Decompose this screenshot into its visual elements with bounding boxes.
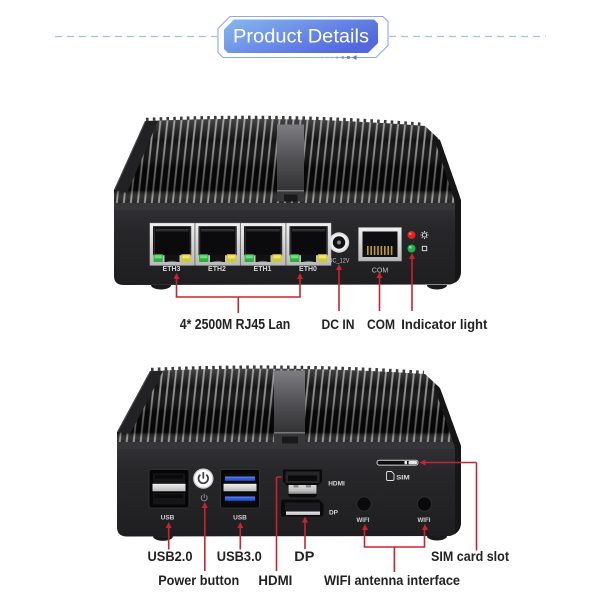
svg-text:4* 2500M RJ45 Lan: 4* 2500M RJ45 Lan bbox=[180, 316, 291, 333]
svg-text:DC IN: DC IN bbox=[322, 316, 355, 332]
svg-text:USB: USB bbox=[161, 515, 175, 522]
svg-text:Indicator light: Indicator light bbox=[401, 316, 487, 332]
svg-text:Power button: Power button bbox=[158, 572, 239, 588]
svg-text:ETH1: ETH1 bbox=[254, 266, 272, 273]
svg-text:USB3.0: USB3.0 bbox=[217, 548, 262, 564]
svg-text:WIFI: WIFI bbox=[356, 517, 369, 524]
svg-text:COM: COM bbox=[372, 268, 389, 275]
svg-text:USB2.0: USB2.0 bbox=[148, 548, 193, 564]
svg-text:Product Details: Product Details bbox=[233, 27, 369, 48]
svg-text:SIM: SIM bbox=[396, 475, 410, 482]
svg-text:HDMI: HDMI bbox=[328, 481, 345, 488]
svg-text:DP: DP bbox=[329, 510, 339, 517]
svg-text:DP: DP bbox=[294, 548, 314, 564]
svg-text:DC_12V: DC_12V bbox=[329, 259, 350, 265]
svg-text:ETH3: ETH3 bbox=[163, 266, 181, 273]
svg-text:COM: COM bbox=[367, 316, 395, 332]
svg-text:ETH0: ETH0 bbox=[299, 266, 317, 273]
svg-text:SIM card slot: SIM card slot bbox=[431, 548, 509, 564]
svg-text:USB: USB bbox=[233, 515, 247, 522]
svg-text:WIFI: WIFI bbox=[417, 517, 430, 524]
svg-text:ETH2: ETH2 bbox=[208, 266, 226, 273]
svg-text:HDMI: HDMI bbox=[258, 572, 292, 588]
svg-text:WIFI antenna interface: WIFI antenna interface bbox=[324, 572, 460, 588]
